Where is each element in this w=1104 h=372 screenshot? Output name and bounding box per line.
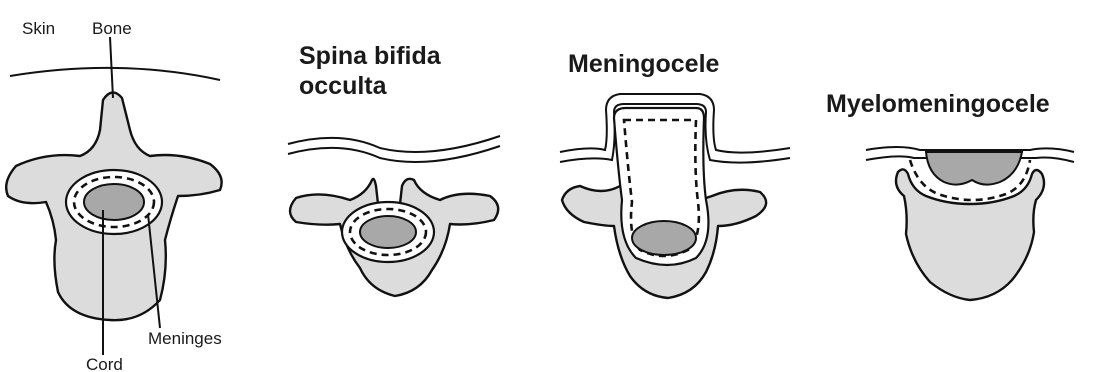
meningocele-title: Meningocele <box>568 50 720 78</box>
spinal-cord <box>360 216 416 248</box>
skin-label: Skin <box>22 19 55 38</box>
myelomeningocele-title: Myelomeningocele <box>826 90 1050 118</box>
spina-bifida-occulta-panel: Spina bifida occulta <box>288 42 500 296</box>
meningocele-panel: Meningocele <box>560 50 790 298</box>
skin-line <box>10 68 220 80</box>
spina-bifida-title-line1: Spina bifida <box>299 42 442 70</box>
myelomeningocele-panel: Myelomeningocele <box>826 90 1074 300</box>
vertebra-bone <box>896 169 1044 300</box>
skin-layer-inner <box>288 146 500 162</box>
bone-label: Bone <box>92 19 132 38</box>
spina-bifida-title-line2: occulta <box>299 72 388 100</box>
spinal-cord <box>632 221 696 255</box>
meninges-label: Meninges <box>148 329 222 348</box>
cord-label: Cord <box>86 355 123 372</box>
normal-vertebra-panel: Skin Bone Meninges Cord <box>6 19 222 372</box>
spinal-cord <box>84 184 144 220</box>
exposed-cord <box>926 152 1022 185</box>
skin-layer <box>288 136 500 152</box>
